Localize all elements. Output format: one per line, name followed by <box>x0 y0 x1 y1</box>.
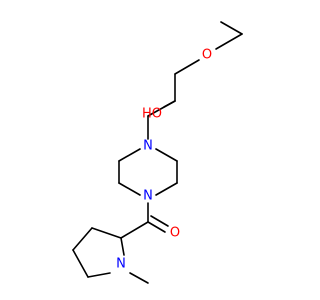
bond-carbonyl-pyrrolidine <box>120 221 149 239</box>
bond-carbonyl-double-b <box>150 215 169 227</box>
bond-pip-6 <box>118 148 141 162</box>
bond-pip-3 <box>155 182 178 196</box>
bond-pip-4 <box>118 182 141 196</box>
carbonyl-oxygen-label: O <box>170 226 180 241</box>
ether-oxygen-label: O <box>202 48 212 63</box>
bond-pyr-1 <box>91 227 122 239</box>
chemical-structure-diagram: O HO N N O N <box>72 21 243 284</box>
bond-n-methyl <box>129 272 149 284</box>
piperazine-top-nitrogen-label: N <box>143 139 153 154</box>
bond-pyr-5 <box>120 237 125 256</box>
piperazine-bottom-nitrogen-label: N <box>143 189 153 204</box>
bond-pyr-4 <box>87 272 111 278</box>
bond-o-ch2 <box>174 59 200 75</box>
bond-pip-1 <box>155 148 178 162</box>
bond-carbonyl-double-a <box>147 221 166 233</box>
bond-ethyl-1 <box>220 21 243 35</box>
bond-choh-ch2 <box>147 100 176 117</box>
bond-pyr-2 <box>72 227 93 251</box>
hydroxyl-label: HO <box>142 107 162 122</box>
pyrrolidine-nitrogen-label: N <box>116 257 126 272</box>
structure-canvas: O HO N N O N <box>72 21 243 284</box>
bond-ethyl-2 <box>215 33 243 50</box>
bond-pyr-3 <box>72 249 89 278</box>
